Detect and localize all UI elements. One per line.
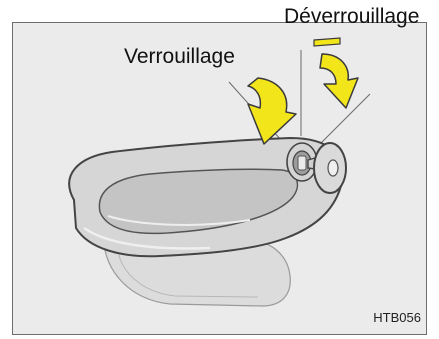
figure-code: HTB056 bbox=[373, 310, 421, 325]
lock-arrow-icon bbox=[248, 78, 296, 144]
unlock-arrow-icon bbox=[320, 54, 358, 108]
unlock-arrow-tail bbox=[314, 38, 340, 46]
lock-label: Verrouillage bbox=[124, 45, 235, 69]
unlock-label: Déverrouillage bbox=[284, 5, 419, 29]
key-blade bbox=[298, 156, 306, 170]
